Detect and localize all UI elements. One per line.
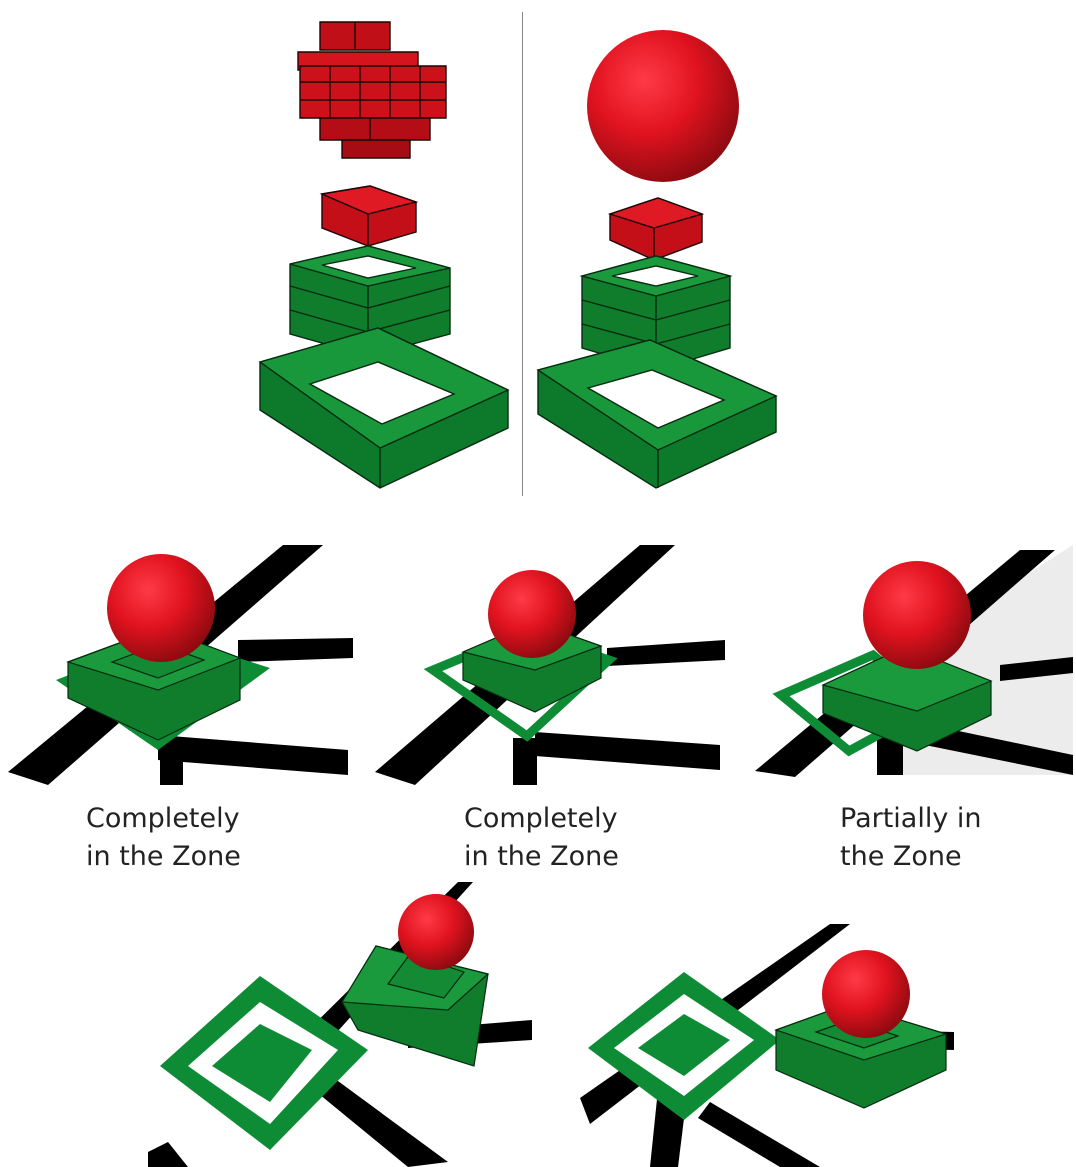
caption-1: Completely in the Zone [86, 800, 241, 876]
zone-example-4 [148, 880, 538, 1167]
lego-brick-ball [298, 22, 446, 158]
exploded-lego-model-left [250, 10, 520, 500]
red-ball [822, 950, 910, 1038]
zone-example-3 [755, 545, 1073, 785]
red-brick [610, 198, 702, 260]
green-lego-base [260, 328, 508, 488]
red-ball [863, 561, 971, 669]
caption-2: Completely in the Zone [464, 800, 619, 876]
zone-example-5 [580, 920, 980, 1167]
zone-example-2 [375, 540, 730, 790]
red-brick [322, 186, 416, 246]
red-ball [398, 894, 474, 970]
divider-line [522, 12, 523, 496]
red-ball [488, 570, 576, 658]
exploded-lego-model-right [530, 10, 790, 500]
red-ball [107, 554, 215, 662]
green-lego-base [538, 340, 776, 488]
caption-3: Partially in the Zone [840, 800, 982, 876]
zone-example-1 [8, 540, 358, 790]
red-ball [587, 30, 739, 182]
